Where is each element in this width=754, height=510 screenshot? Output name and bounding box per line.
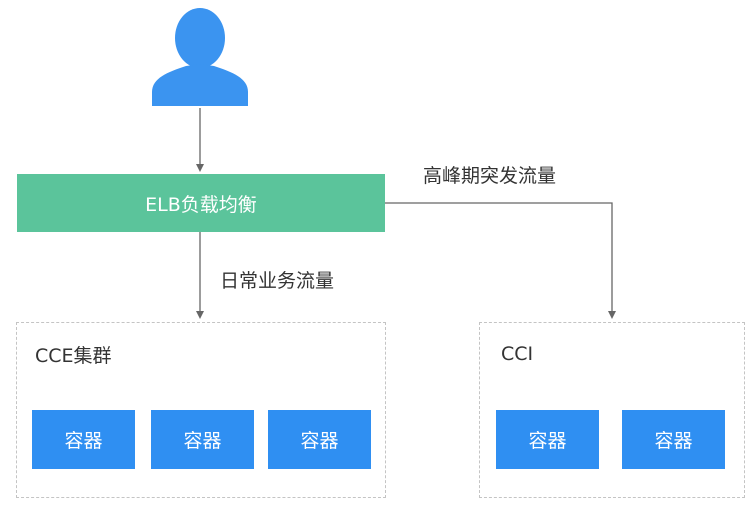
cci-container-2: 容器 [622, 410, 725, 469]
cci-container-1: 容器 [496, 410, 599, 469]
container-label: 容器 [528, 430, 567, 452]
container-label: 容器 [64, 430, 103, 452]
peak-traffic-label: 高峰期突发流量 [423, 165, 557, 187]
cce-container-3: 容器 [268, 410, 371, 469]
cci-label: CCI [501, 343, 534, 365]
cce-cluster-label: CCE集群 [35, 345, 112, 367]
container-label: 容器 [300, 430, 339, 452]
elb-label: ELB负载均衡 [145, 193, 257, 216]
elb-load-balancer: ELB负载均衡 [17, 174, 385, 232]
cce-cluster: CCE集群 [16, 322, 386, 498]
elb-to-cci-arrow [385, 202, 616, 319]
container-label: 容器 [654, 430, 693, 452]
cce-container-1: 容器 [32, 410, 135, 469]
cci-cluster: CCI [479, 322, 745, 498]
container-label: 容器 [183, 430, 222, 452]
cce-container-2: 容器 [151, 410, 254, 469]
daily-traffic-label: 日常业务流量 [220, 270, 335, 292]
user-icon [152, 8, 248, 106]
